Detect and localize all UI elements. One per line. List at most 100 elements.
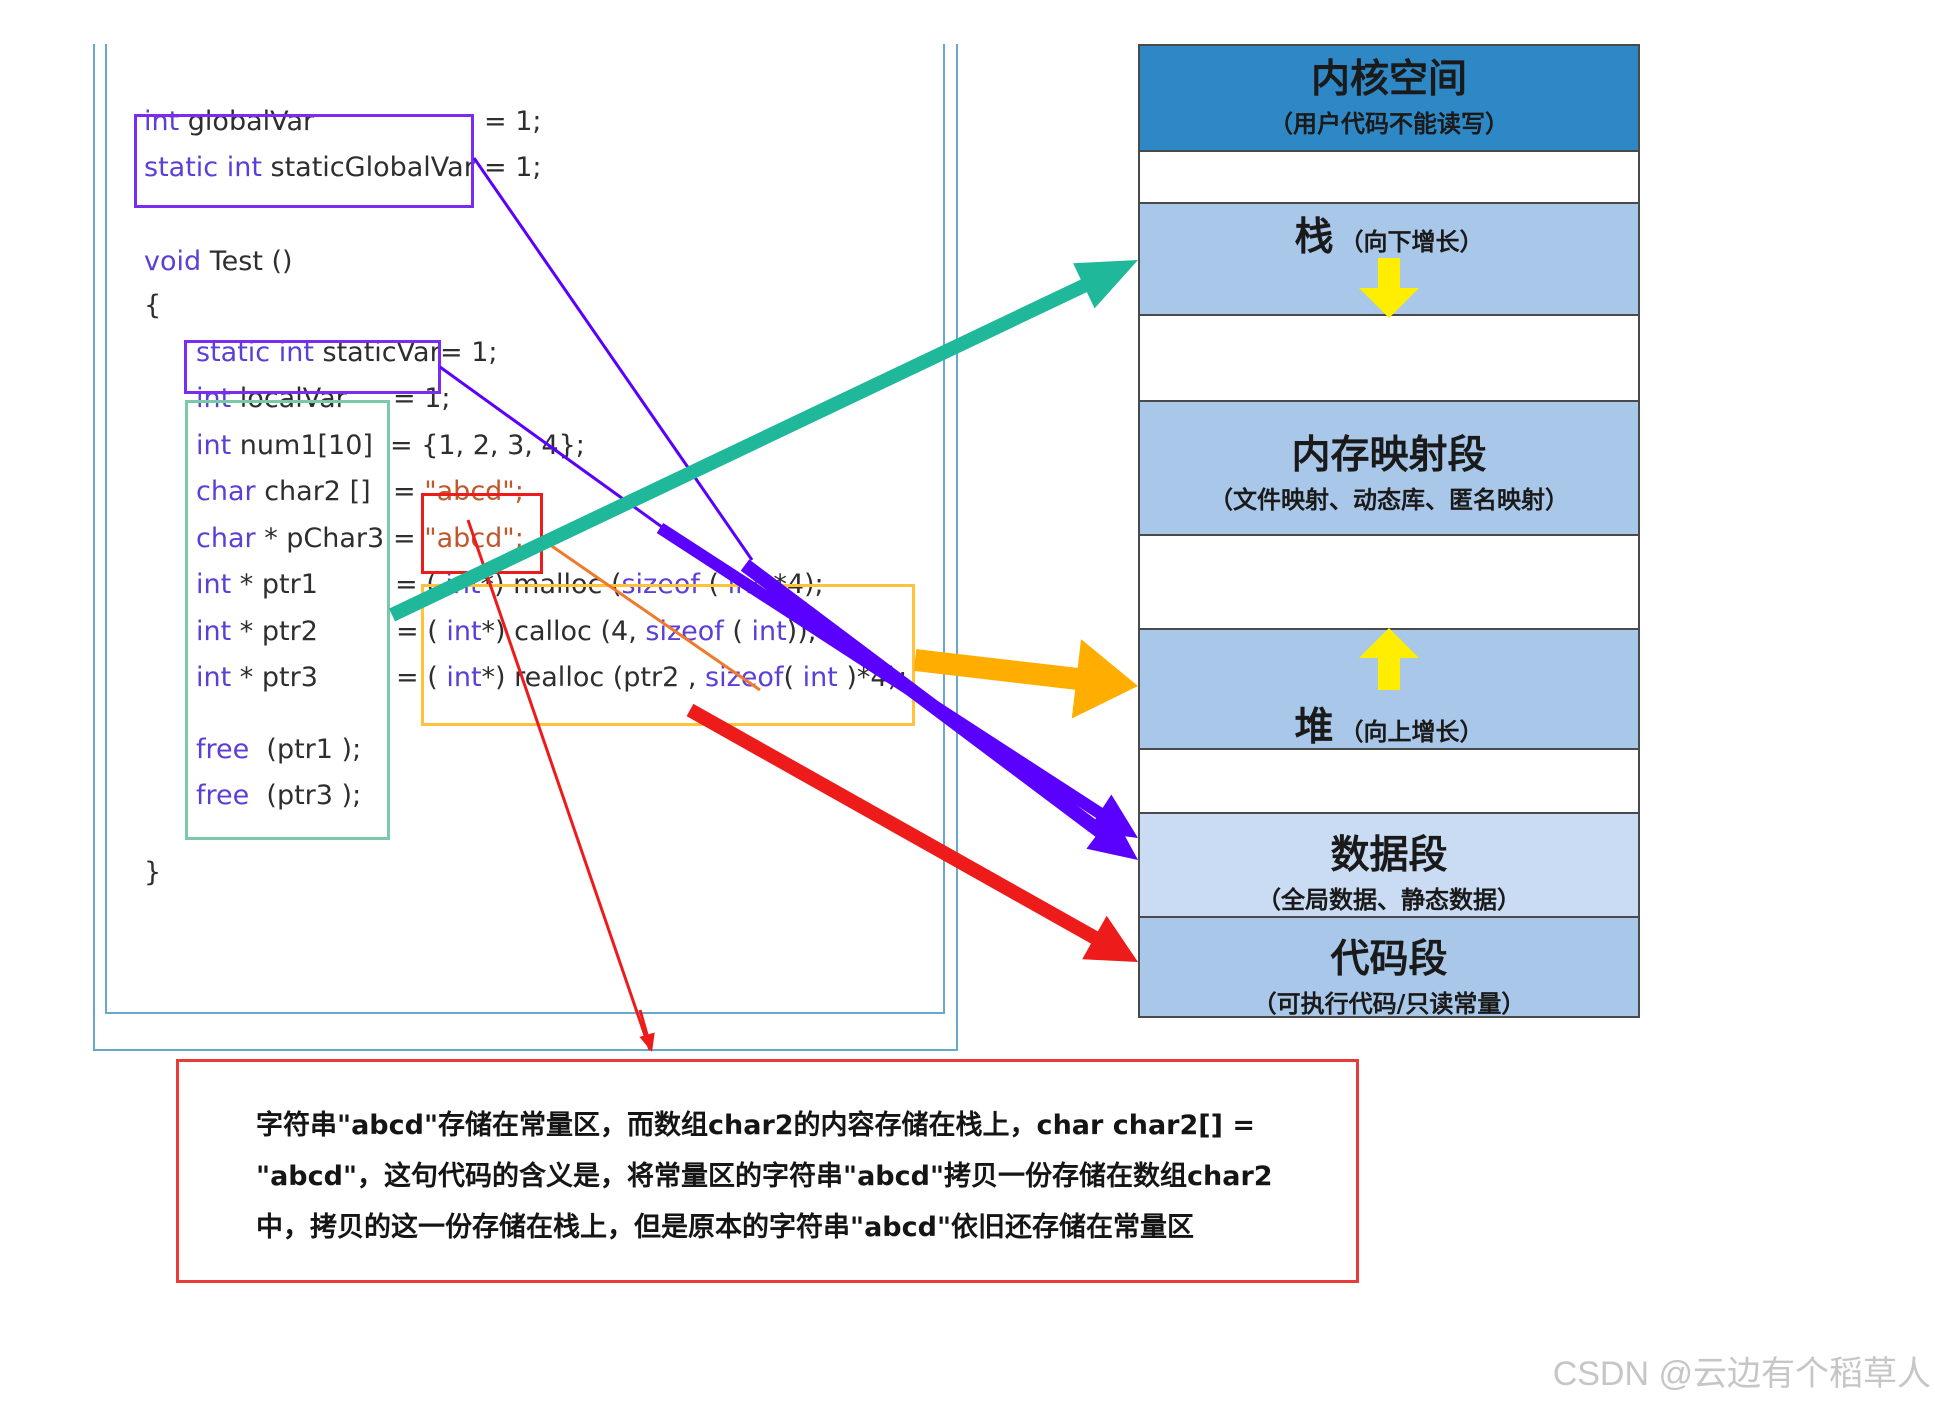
segment-gap2: [1138, 314, 1640, 400]
code-token: static int: [144, 152, 262, 183]
code-line: int num1[10]: [196, 429, 373, 463]
segment-data: 数据段 （全局数据、静态数据）: [1138, 812, 1640, 916]
code-token: }: [144, 857, 162, 888]
arrow-string-to-code: [686, 703, 1138, 962]
code-line-value: = ( int*) calloc (4, sizeof ( int));: [396, 615, 817, 649]
code-token: = 1;: [393, 383, 451, 414]
code-token: * ptr3: [239, 662, 318, 693]
code-line: {: [144, 289, 161, 323]
code-line: free (ptr1 );: [196, 733, 361, 767]
code-line: void Test (): [144, 245, 293, 279]
note-text: 字符串"abcd"存储在常量区，而数组char2的内容存储在栈上，char ch…: [256, 1110, 1273, 1243]
code-line-value: = {1, 2, 3, 4};: [390, 429, 585, 463]
code-line-value: = 1;: [440, 336, 497, 370]
code-token: int: [446, 616, 482, 647]
code-token: int: [196, 662, 232, 693]
connector-note-line: [466, 519, 652, 1051]
code-line: char * pChar3: [196, 522, 384, 556]
code-token: (ptr3 );: [257, 780, 362, 811]
code-token: =: [393, 476, 425, 507]
code-token: free: [196, 780, 250, 811]
code-token: {: [144, 290, 162, 321]
arrow-heap-alloc-to-heap: [913, 639, 1138, 719]
segment-subtitle: （向上增长）: [1339, 717, 1484, 746]
code-token: num1[10]: [239, 430, 373, 461]
code-line-value: = 1;: [484, 105, 541, 139]
code-token: =: [393, 523, 425, 554]
code-token: = 1;: [440, 337, 498, 368]
code-token: int: [751, 616, 787, 647]
code-line: }: [144, 856, 161, 890]
static-var-box: [184, 340, 441, 394]
code-token: = (: [396, 616, 447, 647]
segment-title: 内核空间: [1310, 56, 1467, 102]
segment-subtitle: （可执行代码/只读常量）: [1252, 989, 1526, 1018]
code-token: (ptr1 );: [257, 734, 362, 765]
code-token: char: [196, 476, 256, 507]
code-token: = 1;: [484, 106, 542, 137]
arrow-static-to-data: [656, 522, 1138, 838]
segment-subtitle: （用户代码不能读写）: [1269, 109, 1509, 138]
code-token: free: [196, 734, 250, 765]
code-token: * pChar3: [264, 523, 385, 554]
stack-growth-down-icon: [1359, 258, 1419, 318]
code-token: (: [783, 662, 803, 693]
code-line: static int staticGlobalVar: [144, 151, 475, 185]
code-line: free (ptr3 );: [196, 779, 361, 813]
segment-title: 代码段: [1330, 936, 1448, 982]
code-token: int: [144, 106, 180, 137]
code-line: char char2 []: [196, 475, 371, 509]
memory-map-bottom-border: [1138, 1016, 1640, 1018]
local-vars-box: [185, 400, 390, 840]
segment-subtitle: （向下增长）: [1339, 227, 1484, 256]
segment-mmap: 内存映射段 （文件映射、动态库、匿名映射）: [1138, 400, 1640, 534]
segment-title: 数据段: [1330, 832, 1448, 878]
segment-gap4: [1138, 748, 1640, 812]
segment-title: 内存映射段: [1291, 432, 1487, 478]
code-line-value: = "abcd";: [393, 475, 524, 509]
connector-string-line: [542, 538, 761, 692]
code-line: int * ptr1: [196, 568, 318, 602]
arrow-to-note: [638, 1009, 655, 1052]
code-token: * ptr2: [239, 616, 318, 647]
code-token: int: [196, 569, 232, 600]
code-token: int: [196, 430, 232, 461]
segment-gap1: [1138, 150, 1640, 202]
code-token: localVar: [239, 383, 347, 414]
code-token: int: [196, 383, 232, 414]
code-line: int * ptr2: [196, 615, 318, 649]
code-line-value: = 1;: [484, 151, 541, 185]
code-token: = {1, 2, 3, 4};: [390, 430, 585, 461]
code-token: staticGlobalVar: [270, 152, 475, 183]
code-token: char2 []: [264, 476, 371, 507]
segment-title: 栈: [1294, 214, 1334, 260]
code-token: (: [723, 616, 752, 647]
watermark: CSDN @云边有个稻草人: [1552, 1355, 1931, 1393]
connector-static-line: [439, 365, 681, 542]
code-token: * ptr1: [239, 569, 318, 600]
code-token: int: [196, 616, 232, 647]
code-line-value: = 1;: [393, 382, 450, 416]
code-token: int: [802, 662, 838, 693]
segment-subtitle: （全局数据、静态数据）: [1257, 885, 1521, 914]
segment-title: 堆: [1294, 704, 1334, 750]
code-panel-inner-border: [105, 44, 945, 1014]
code-line: int localVar: [196, 382, 347, 416]
code-token: = 1;: [484, 152, 542, 183]
segment-gap3: [1138, 534, 1640, 628]
global-vars-box: [134, 114, 474, 208]
code-line: int globalVar: [144, 105, 314, 139]
code-token: void: [144, 246, 202, 277]
explanation-note: 字符串"abcd"存储在常量区，而数组char2的内容存储在栈上，char ch…: [176, 1059, 1359, 1283]
connector-global-line: [472, 157, 754, 561]
code-token: int: [446, 662, 482, 693]
heap-growth-up-icon: [1359, 628, 1419, 690]
heap-alloc-box: [421, 584, 915, 726]
code-token: = (: [396, 662, 447, 693]
code-token: globalVar: [187, 106, 315, 137]
segment-subtitle: （文件映射、动态库、匿名映射）: [1209, 485, 1569, 514]
code-token: *) realloc (ptr2 ,: [481, 662, 706, 693]
code-line: int * ptr3: [196, 661, 318, 695]
